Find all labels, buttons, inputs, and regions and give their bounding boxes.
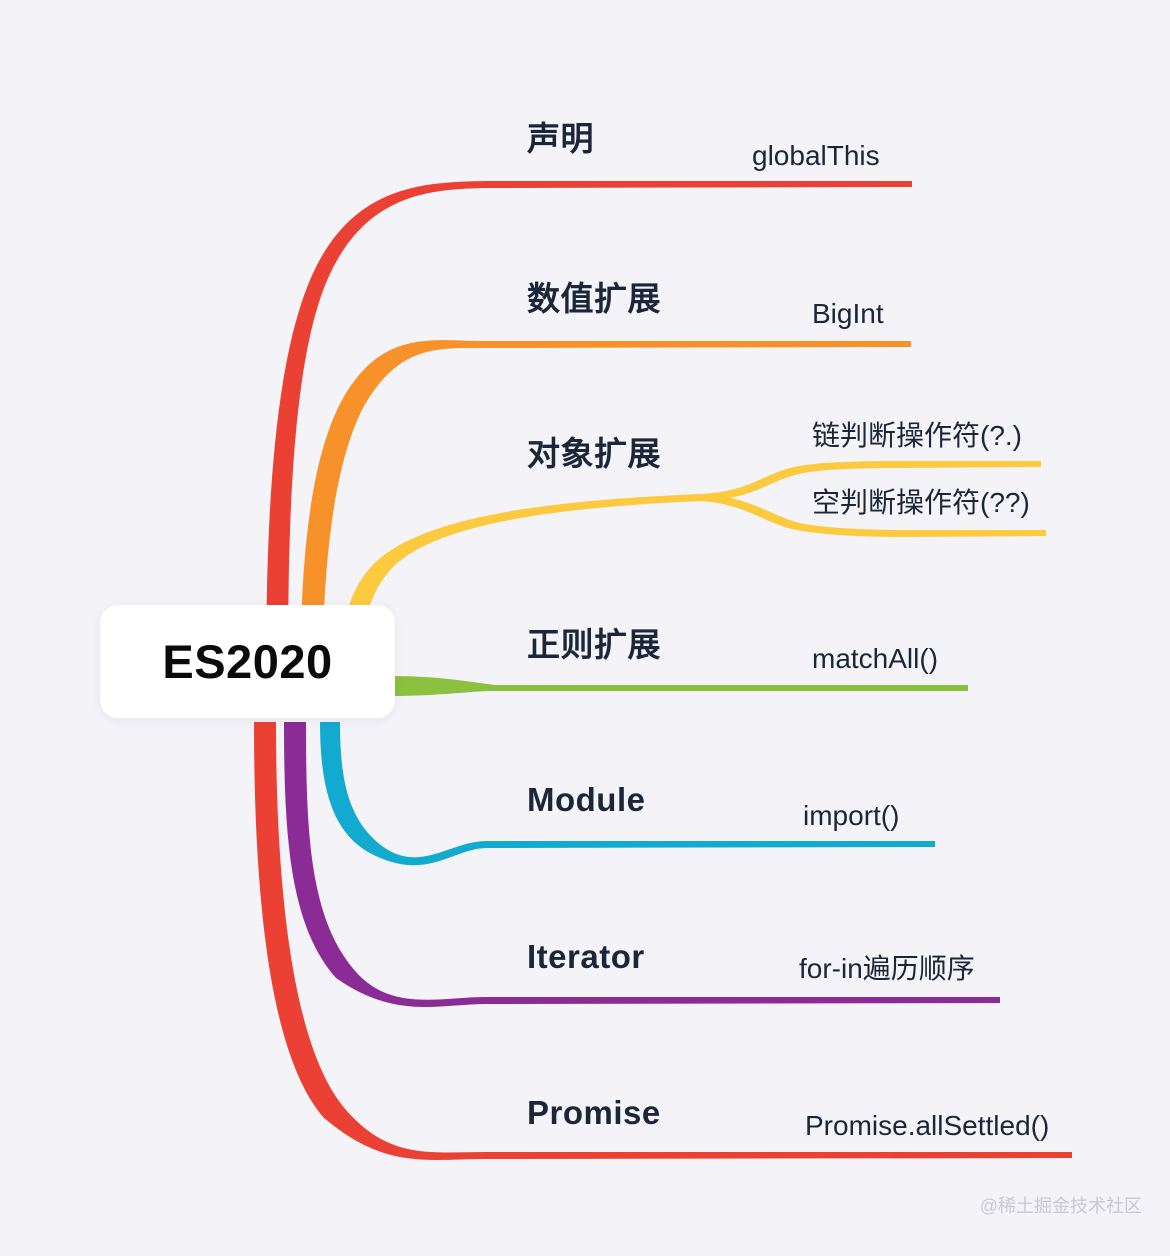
branch-label-declaration[interactable]: 声明 [527,120,594,157]
leaf-label-import[interactable]: import() [803,800,900,831]
branch-label-iterator[interactable]: Iterator [527,938,645,975]
branch-path-promise [254,722,1072,1160]
branch-label-promise[interactable]: Promise [527,1094,661,1131]
leaf-label-for-in-order[interactable]: for-in遍历顺序 [799,953,975,984]
branch-path-iterator [284,722,1000,1007]
branch-label-module[interactable]: Module [527,781,646,818]
branch-path-regex-extension [392,676,968,696]
branch-label-number-extension[interactable]: 数值扩展 [527,280,661,317]
branch-label-object-extension[interactable]: 对象扩展 [527,435,661,472]
center-node-title: ES2020 [162,635,333,688]
leaf-label-bigint[interactable]: BigInt [812,298,884,329]
branch-path-number-extension [300,340,911,700]
leaf-label-nullish-coalescing[interactable]: 空判断操作符(??) [812,487,1030,518]
leaf-label-optional-chaining[interactable]: 链判断操作符(?.) [812,420,1023,451]
center-node[interactable]: ES2020 [100,605,395,718]
leaf-label-matchall[interactable]: matchAll() [812,643,939,674]
branch-path-object-extension-lower [700,494,1046,537]
leaf-label-promise-allsettled[interactable]: Promise.allSettled() [805,1110,1050,1141]
branch-label-regex-extension[interactable]: 正则扩展 [527,626,661,663]
branch-path-module [320,722,935,866]
watermark: @稀土掘金技术社区 [979,1196,1142,1216]
leaf-label-globalthis[interactable]: globalThis [752,140,880,171]
